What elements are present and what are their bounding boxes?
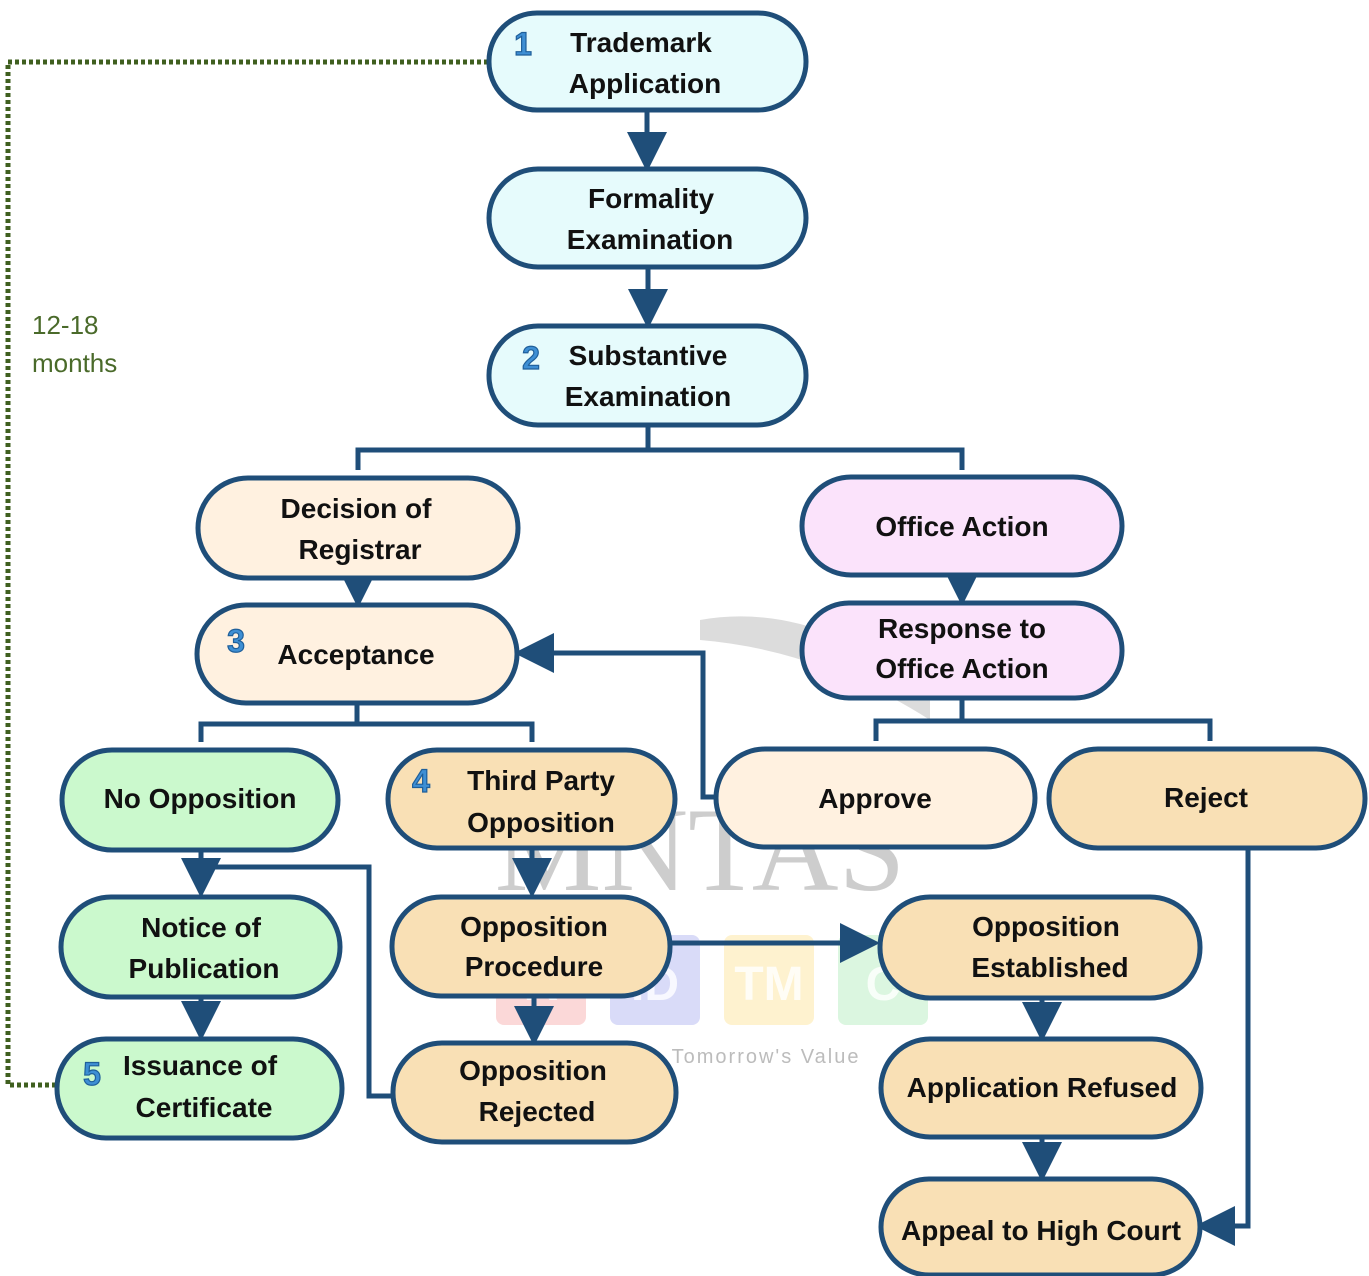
node-label: Issuance of: [123, 1050, 278, 1081]
node-label: Opposition: [972, 911, 1120, 942]
step-number-3-icon: 3: [227, 623, 245, 659]
node-opposition-established: Opposition Established: [877, 894, 1203, 1001]
connector-reject-to-appeal: [1195, 848, 1251, 1246]
node-office-action: Office Action: [799, 474, 1125, 578]
node-trademark-application: 1 Trademark Application: [486, 10, 809, 113]
node-label: Procedure: [465, 951, 604, 982]
node-label: Application Refused: [907, 1072, 1178, 1103]
node-label: No Opposition: [104, 783, 297, 814]
node-issuance-of-certificate: 5 Issuance of Certificate: [54, 1036, 345, 1141]
node-label: Examination: [567, 224, 733, 255]
node-no-opposition: No Opposition: [59, 747, 341, 853]
node-reject: Reject: [1046, 746, 1368, 851]
node-label: Substantive: [569, 340, 728, 371]
node-substantive-examination: 2 Substantive Examination: [486, 323, 809, 428]
timeline-label-unit: months: [32, 348, 117, 378]
connector-substantive-to-office-action: [648, 447, 965, 470]
node-label: Office Action: [875, 653, 1048, 684]
node-label: Certificate: [136, 1092, 273, 1123]
node-label: Opposition: [460, 911, 608, 942]
watermark-logo-icon: [700, 616, 930, 720]
connector-no-opposition-to-rejected: [201, 864, 393, 1099]
node-notice-of-publication: Notice of Publication: [58, 894, 343, 1000]
node-label: Formality: [588, 183, 714, 214]
node-label: Response to: [878, 613, 1046, 644]
node-label: Third Party: [467, 765, 615, 796]
connector-acceptance-to-third-party: [357, 721, 535, 742]
step-number-1-icon: 1: [514, 26, 532, 62]
node-label: Approve: [818, 783, 932, 814]
watermark-badge-tm: [724, 935, 814, 1025]
connector-approve-to-acceptance: [514, 633, 716, 800]
node-label: Registrar: [299, 534, 422, 565]
node-appeal-to-high-court: Appeal to High Court: [878, 1176, 1203, 1276]
timeline-label-range: 12-18: [32, 310, 99, 340]
connectors: [181, 110, 1251, 1246]
node-label: Notice of: [141, 912, 261, 943]
timeline-bracket: [5, 59, 488, 1088]
node-label: Publication: [129, 953, 280, 984]
node-approve: Approve: [713, 746, 1038, 850]
node-label: Trademark: [570, 27, 712, 58]
node-formality-examination: Formality Examination: [486, 166, 809, 270]
connector-substantive-split: [355, 425, 651, 470]
node-acceptance: 3 Acceptance: [194, 602, 520, 706]
node-third-party-opposition: 4 Third Party Opposition: [385, 747, 678, 851]
node-label: Acceptance: [277, 639, 434, 670]
connector-acceptance-split: [198, 703, 360, 742]
node-label: Opposition: [467, 807, 615, 838]
step-number-4-icon: 4: [412, 763, 430, 799]
node-label: Office Action: [875, 511, 1048, 542]
step-number-5-icon: 5: [83, 1056, 101, 1092]
node-label: Opposition: [459, 1055, 607, 1086]
node-response-to-office-action: Response to Office Action: [799, 600, 1125, 701]
node-label: Application: [569, 68, 721, 99]
connector-response-split: [873, 698, 965, 741]
node-label: Appeal to High Court: [901, 1215, 1181, 1246]
node-label: Established: [971, 952, 1128, 983]
node-opposition-rejected: Opposition Rejected: [390, 1040, 679, 1145]
connector-response-to-reject: [962, 718, 1213, 741]
node-label: Rejected: [479, 1096, 596, 1127]
watermark-badge-tm-label: TM: [734, 958, 803, 1011]
node-opposition-procedure: Opposition Procedure: [389, 894, 673, 999]
node-label: Decision of: [281, 493, 433, 524]
node-decision-of-registrar: Decision of Registrar: [195, 475, 521, 581]
node-label: Reject: [1164, 782, 1248, 813]
node-application-refused: Application Refused: [878, 1036, 1204, 1140]
step-number-2-icon: 2: [522, 340, 540, 376]
node-label: Examination: [565, 381, 731, 412]
